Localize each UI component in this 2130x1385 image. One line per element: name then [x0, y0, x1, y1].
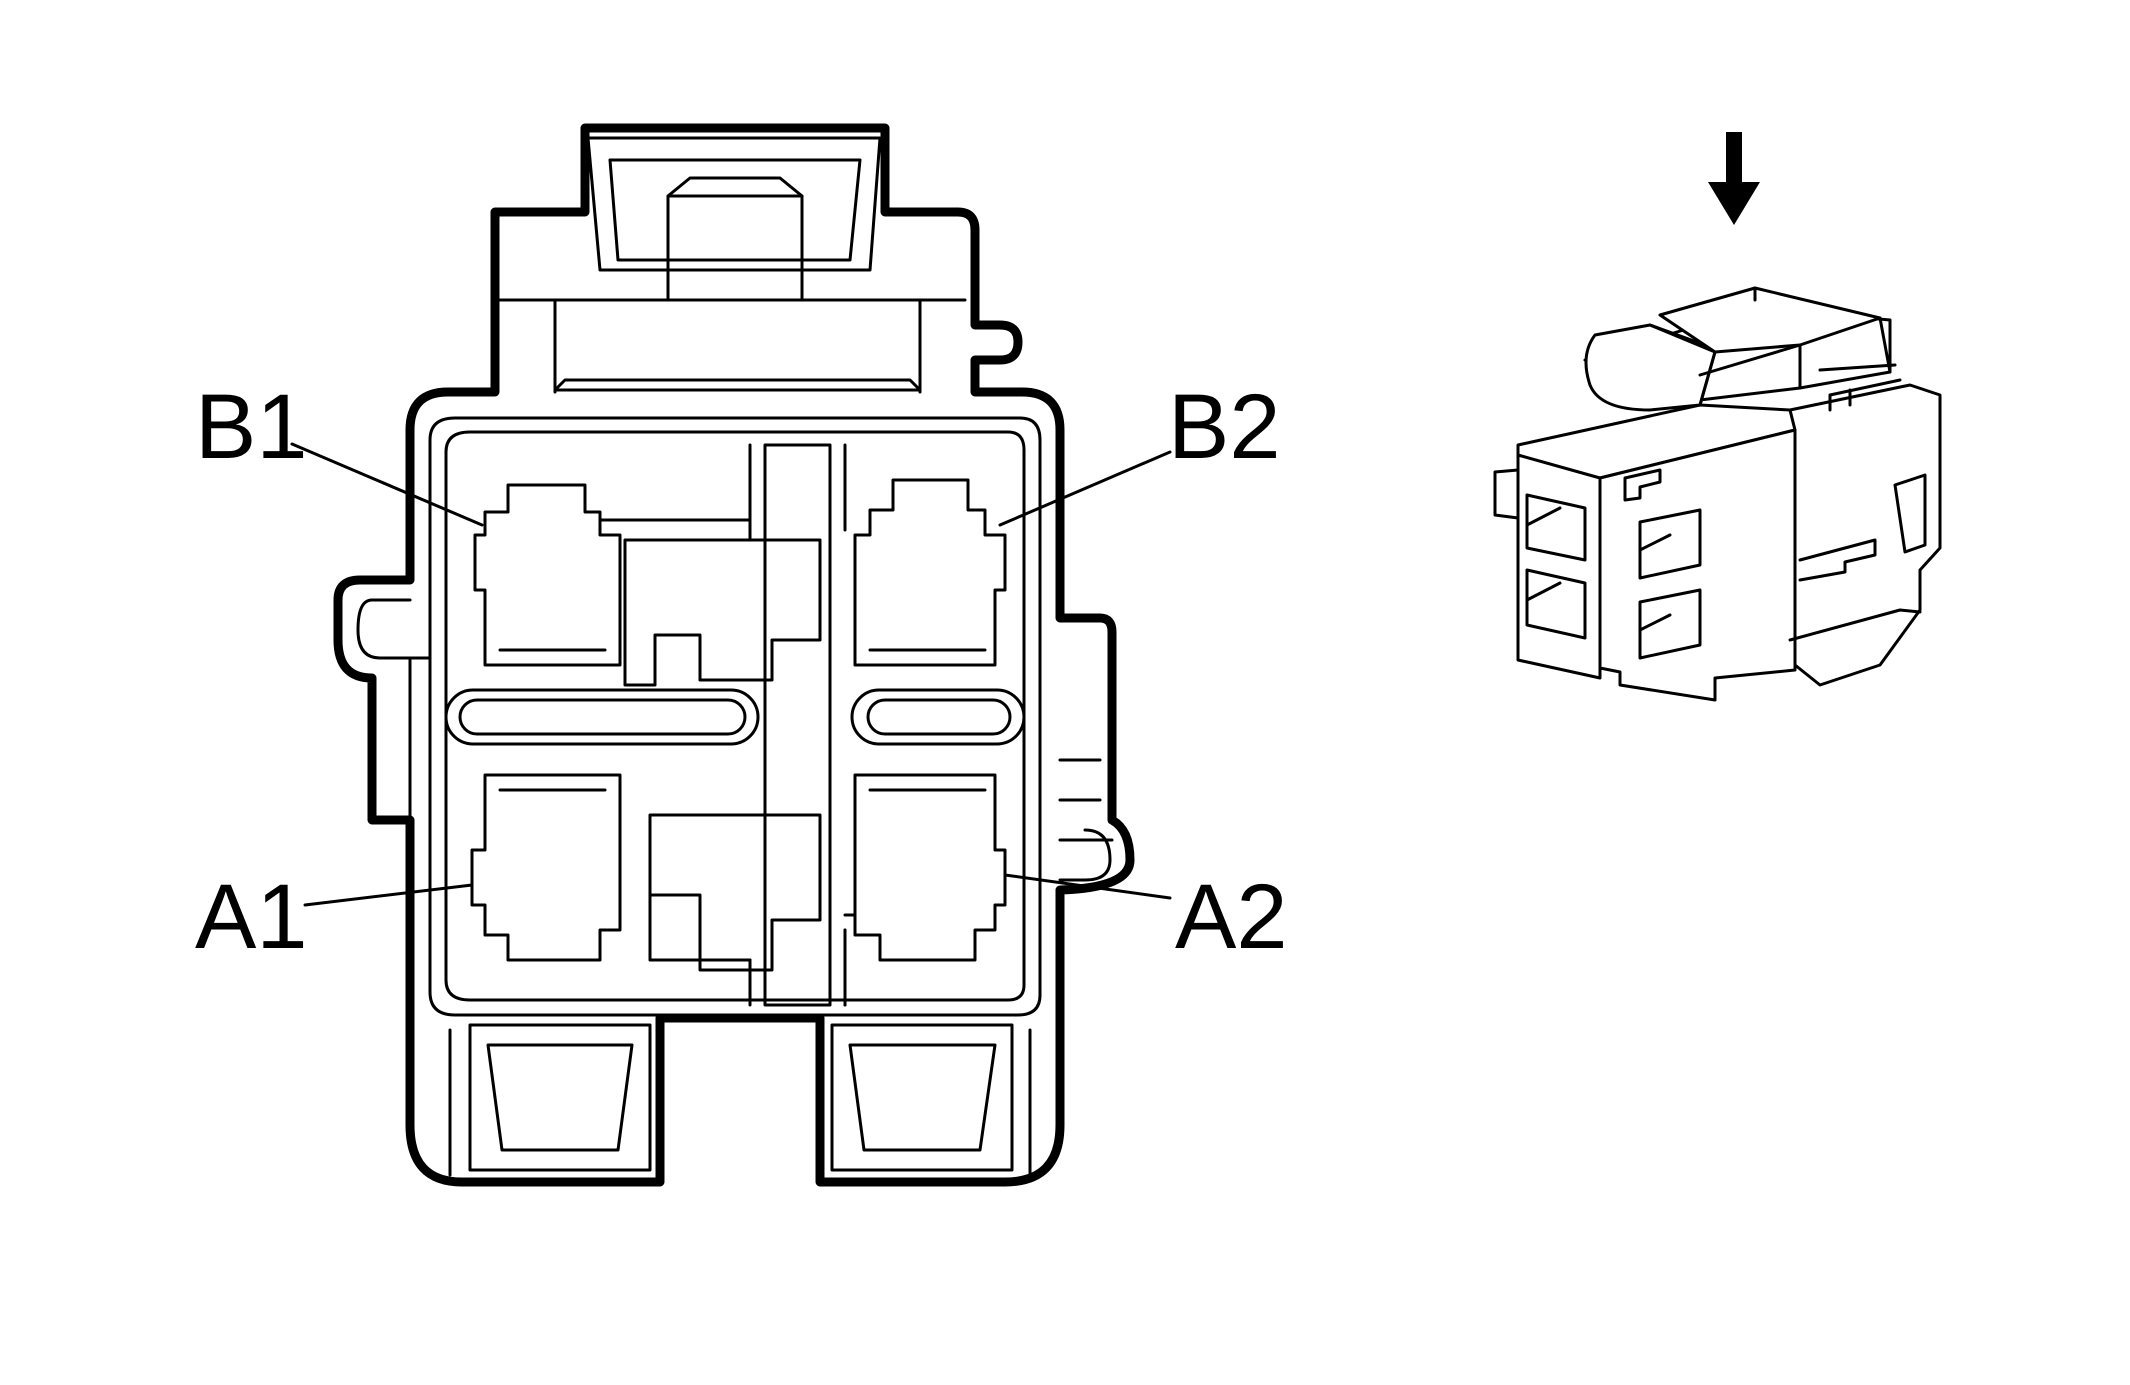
- connector-3d-view-icon: [1493, 286, 1942, 702]
- connector-inner-outline: [428, 416, 1042, 1017]
- pin-label-a1: A1: [195, 866, 308, 968]
- view-direction-arrow-icon: [1708, 132, 1760, 225]
- pin-label-a2: A2: [1175, 866, 1288, 968]
- cavity-3d-bottom-right: [1638, 588, 1702, 660]
- cavity-a1: [470, 773, 622, 962]
- slot-right: [866, 698, 1012, 736]
- cavity-3d-top-left: [1525, 493, 1587, 562]
- bottom-foot-right: [830, 1023, 1014, 1172]
- cavity-b2: [853, 478, 1007, 667]
- cavity-3d-bottom-left: [1525, 568, 1587, 640]
- cavity-3d-top-right: [1638, 508, 1702, 580]
- slot-left: [458, 698, 747, 736]
- bottom-foot-left: [468, 1023, 652, 1172]
- pin-labels: B1 B2 A1 A2: [195, 376, 1288, 968]
- pin-label-b2: B2: [1168, 376, 1281, 478]
- cavity-b1: [473, 483, 622, 667]
- center-divider: [763, 443, 832, 1007]
- connector-outline: [333, 123, 1135, 1187]
- cavity-a2: [853, 773, 1007, 962]
- connector-front-view: [333, 123, 1135, 1187]
- top-latch: [586, 136, 882, 272]
- pin-label-b1: B1: [195, 376, 308, 478]
